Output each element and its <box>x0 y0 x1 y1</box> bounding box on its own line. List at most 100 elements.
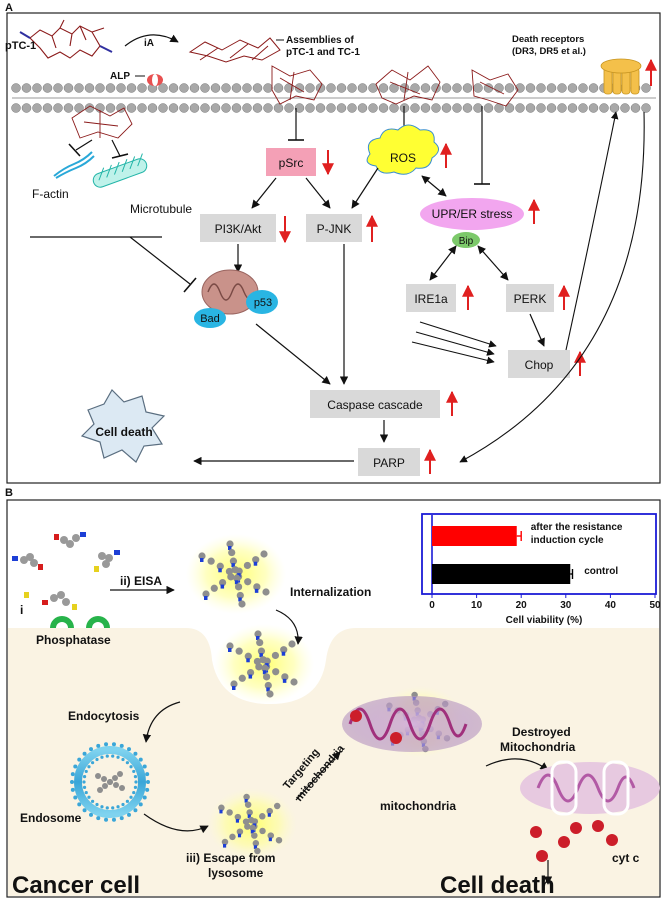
lipid-head <box>420 103 431 113</box>
lipid-head <box>515 103 525 113</box>
cell-death-star <box>80 389 166 463</box>
lipid-head <box>641 83 651 93</box>
lipid-head <box>546 103 557 113</box>
endosome-label: Endosome <box>20 811 82 825</box>
escape-label-2: lysosome <box>208 866 264 880</box>
lipid-head <box>273 83 284 93</box>
lipid-head <box>137 83 147 93</box>
lipid-head <box>116 83 126 93</box>
lipid-head <box>420 83 431 93</box>
ire1a-chop-arrows <box>411 321 497 365</box>
lipid-head <box>630 103 641 113</box>
assemblies-icon <box>188 37 281 63</box>
lipid-head <box>42 83 53 93</box>
lipid-head <box>200 103 210 113</box>
lipid-head <box>588 103 599 113</box>
chop-box <box>508 350 570 378</box>
inhibit-mito-bar <box>183 277 197 293</box>
lipid-head <box>252 103 263 113</box>
escape-arrow <box>143 813 209 834</box>
lipid-head <box>452 83 462 93</box>
parp-label: PARP <box>373 456 405 470</box>
destroyed-label-2: Mitochondria <box>500 740 576 754</box>
lipid-head <box>32 103 42 113</box>
lipid-head <box>210 83 221 93</box>
lipid-head <box>557 83 567 93</box>
lipid-head <box>378 103 389 113</box>
lipid-head <box>546 83 557 93</box>
lipid-head <box>410 103 420 113</box>
lipid-head <box>189 103 200 113</box>
mito-caspase-arrow <box>255 323 331 385</box>
bip-perk-arrow <box>477 245 509 281</box>
lipid-head <box>473 83 483 93</box>
chart-x-tick-label: 40 <box>605 600 617 611</box>
lipid-head <box>116 103 126 113</box>
nanofiber-cluster <box>214 624 314 704</box>
caspase-box <box>310 390 440 418</box>
chart-x-tick-label: 10 <box>471 600 483 611</box>
ia-label: iA <box>144 38 154 49</box>
lipid-head <box>263 83 273 93</box>
inhibit-factin-bar <box>68 143 81 157</box>
lipid-head <box>305 103 315 113</box>
endocytosis-label: Endocytosis <box>68 709 140 723</box>
lipid-head <box>221 83 231 93</box>
alp-enzyme-icon <box>147 74 163 86</box>
assemblies-label-1: Assemblies of <box>286 35 354 46</box>
lipid-head <box>105 103 116 113</box>
lipid-head <box>347 103 357 113</box>
chart-x-tick-label: 50 <box>649 600 661 611</box>
p53-label: p53 <box>254 297 272 309</box>
lipid-head <box>63 103 74 113</box>
death-receptors-label-2: (DR3, DR5 et al.) <box>512 46 586 57</box>
bip-ellipse <box>452 232 480 248</box>
lipid-head <box>525 83 536 93</box>
lipid-head <box>221 103 231 113</box>
nanofiber-cluster <box>207 788 297 860</box>
p53-ellipse <box>246 290 278 314</box>
upr-label: UPR/ER stress <box>432 207 513 221</box>
lipid-head <box>231 103 242 113</box>
lipid-head <box>441 83 452 93</box>
bip-label: Bip <box>459 236 474 247</box>
lipid-head <box>284 103 294 113</box>
phosphatase-icon <box>50 616 110 628</box>
lipid-head <box>63 83 74 93</box>
lipid-head <box>473 103 483 113</box>
internalization-arrow <box>275 609 303 645</box>
lipid-head <box>378 83 389 93</box>
lipid-head <box>11 83 21 93</box>
lipid-head <box>357 103 368 113</box>
microtubule-label: Microtubule <box>130 202 192 216</box>
lipid-head <box>32 83 42 93</box>
lipid-head <box>567 83 578 93</box>
lipid-head <box>389 103 399 113</box>
lipid-head <box>263 103 273 113</box>
lipid-head <box>326 83 336 93</box>
destroy-arrow <box>485 758 549 771</box>
lipid-head <box>126 83 137 93</box>
lipid-head <box>179 83 189 93</box>
chart-bar <box>432 564 571 584</box>
lipid-head <box>273 103 284 113</box>
chart-category-label: control <box>584 566 618 577</box>
lipid-head <box>252 83 263 93</box>
lipid-head <box>95 83 105 93</box>
lipid-head <box>105 83 116 93</box>
receptor-parp-arrow <box>459 111 645 463</box>
lipid-head <box>53 83 63 93</box>
death-receptors-label-1: Death receptors <box>512 34 584 45</box>
psrc-pjnk-arrow <box>305 177 331 209</box>
lipid-head <box>431 103 441 113</box>
pi3k-label: PI3K/Akt <box>215 222 262 236</box>
lipid-head <box>347 83 357 93</box>
phosphatase-label: Phosphatase <box>36 633 111 647</box>
bad-label: Bad <box>200 313 220 325</box>
inhibit-factin <box>75 139 93 151</box>
pjnk-label: P-JNK <box>317 222 352 236</box>
lipid-head <box>525 103 536 113</box>
lipid-head <box>620 103 630 113</box>
factin-icon <box>53 151 95 179</box>
lipid-head <box>452 103 462 113</box>
